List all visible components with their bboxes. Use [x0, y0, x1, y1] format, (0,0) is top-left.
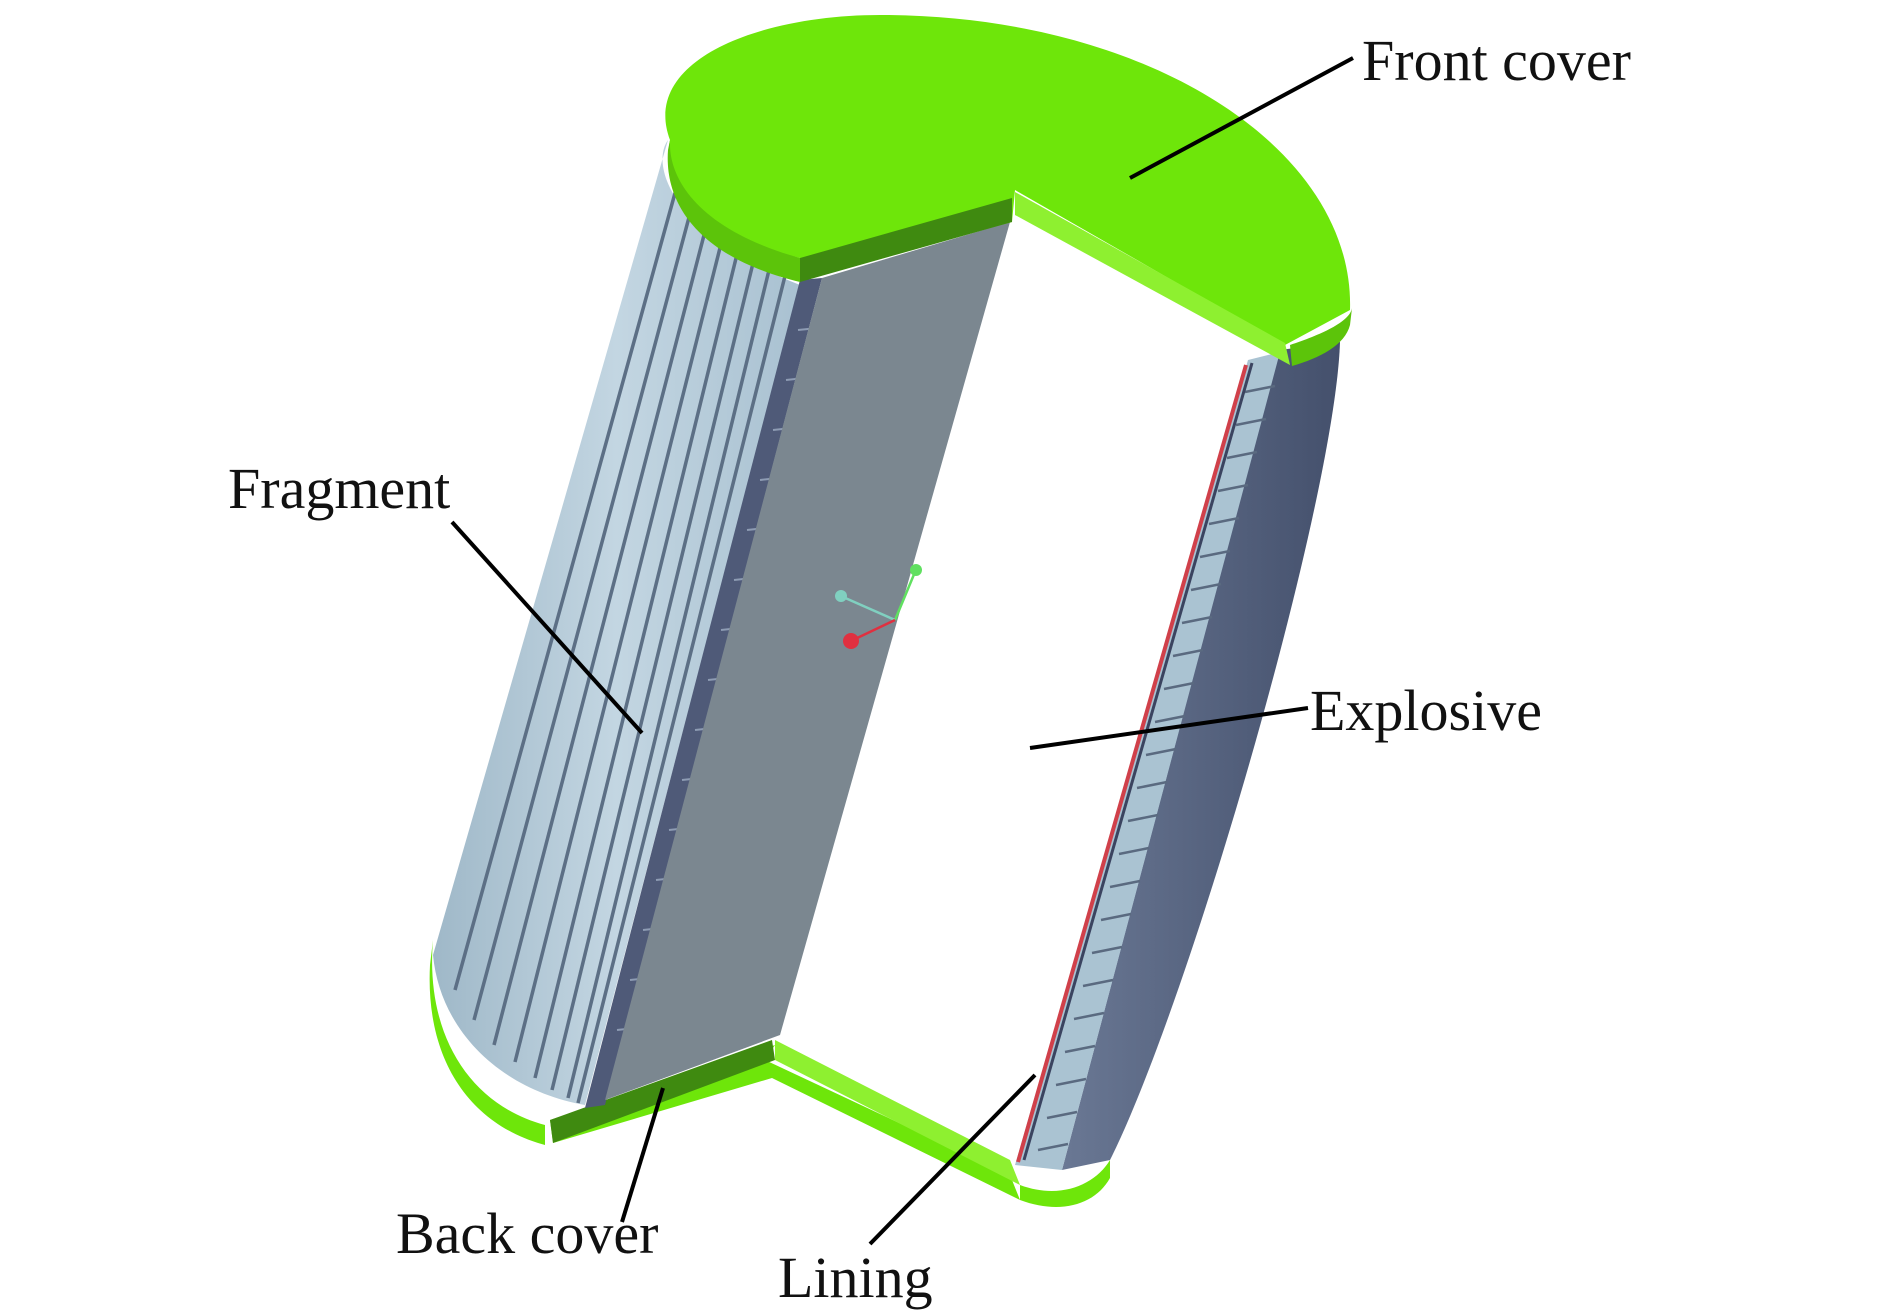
lining-leader	[868, 1073, 1037, 1246]
explosive-leader	[1029, 706, 1309, 750]
coordinate-axes-icon	[835, 564, 922, 649]
fragment-label: Fragment	[228, 456, 450, 521]
front-cover-leader	[1129, 56, 1354, 180]
front-cover-label: Front cover	[1362, 28, 1631, 93]
fragment-right-section	[1015, 342, 1340, 1170]
back-cover-leader	[620, 1087, 665, 1223]
back-cover-label: Back cover	[396, 1201, 658, 1266]
explosive-label: Explosive	[1310, 678, 1542, 743]
fragment-leader	[450, 520, 644, 735]
lining-label: Lining	[778, 1245, 933, 1310]
explosive-cut-face	[605, 222, 1010, 1100]
lining-strip	[1016, 364, 1248, 1163]
fragment-grooves	[453, 174, 787, 1104]
fragment-layer	[433, 140, 822, 1108]
front-cover-body	[665, 15, 1352, 366]
